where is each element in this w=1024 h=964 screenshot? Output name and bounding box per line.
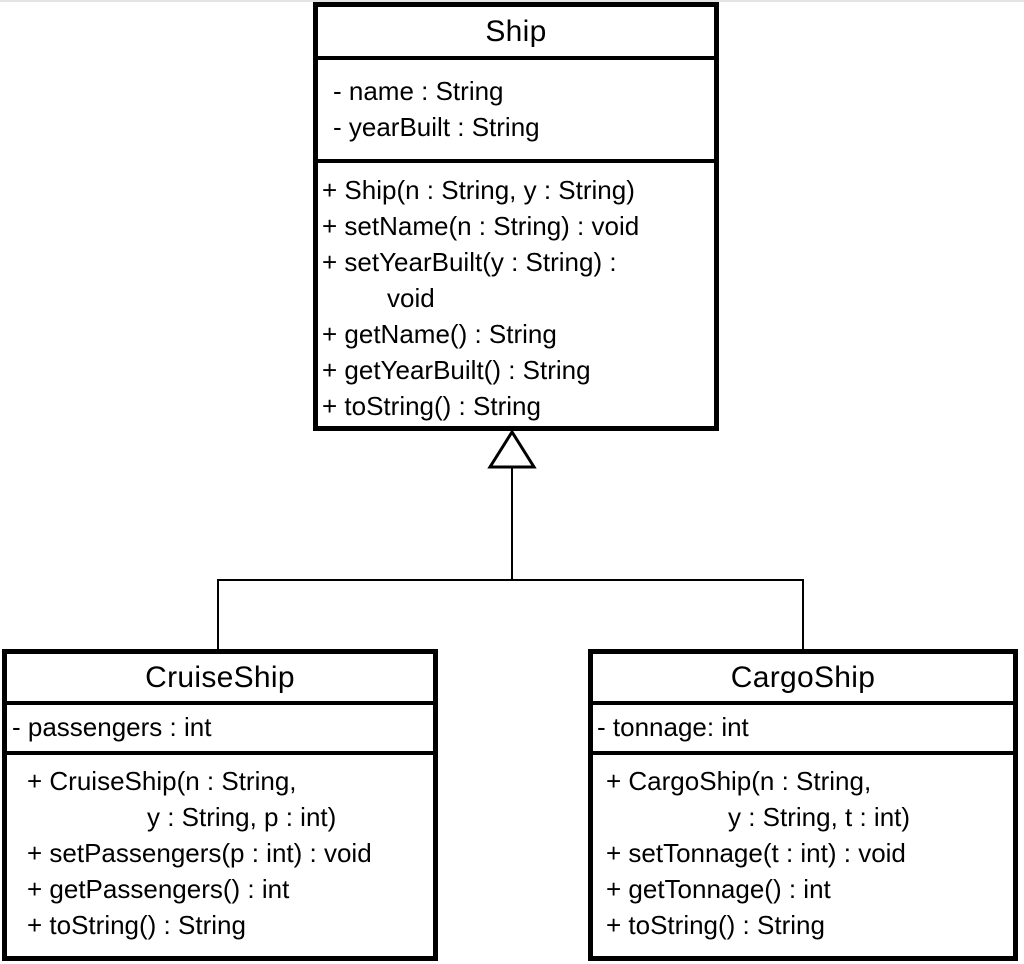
- method-line: + setName(n : String) : void: [322, 211, 640, 241]
- class-box-cargoship: CargoShip - tonnage: int + CargoShip(n :…: [588, 649, 1018, 961]
- method-line-continuation: y : String, t : int): [728, 802, 911, 832]
- attributes-compartment: - passengers : int: [7, 705, 433, 755]
- method-line-continuation: y : String, p : int): [147, 802, 337, 832]
- method-line: + getPassengers() : int: [27, 874, 290, 904]
- screenshot-top-edge: [0, 0, 1024, 2]
- attribute-line: - name : String: [333, 76, 504, 106]
- attribute-line: - yearBuilt : String: [333, 112, 540, 142]
- method-line: + Ship(n : String, y : String): [322, 175, 635, 205]
- methods-compartment: + Ship(n : String, y : String) + setName…: [318, 163, 714, 426]
- methods-compartment: + CargoShip(n : String, y : String, t : …: [593, 755, 1013, 956]
- method-line: + getName() : String: [322, 319, 557, 349]
- attribute-line: - tonnage: int: [597, 712, 749, 742]
- method-line: + toString() : String: [322, 391, 541, 421]
- method-line: + getTonnage() : int: [606, 874, 831, 904]
- attributes-compartment: - tonnage: int: [593, 705, 1013, 755]
- method-line: + toString() : String: [27, 910, 246, 940]
- methods-compartment: + CruiseShip(n : String, y : String, p :…: [7, 755, 433, 956]
- class-name-cruiseship: CruiseShip: [7, 654, 433, 705]
- method-line-continuation: void: [387, 283, 435, 313]
- attribute-line: - passengers : int: [12, 712, 212, 742]
- inheritance-triangle-icon: [487, 429, 537, 469]
- class-box-ship: Ship - name : String - yearBuilt : Strin…: [313, 2, 719, 431]
- class-box-cruiseship: CruiseShip - passengers : int + CruiseSh…: [2, 649, 438, 961]
- method-line: + toString() : String: [606, 910, 825, 940]
- method-line: + CruiseShip(n : String,: [27, 766, 297, 796]
- class-name-cargoship: CargoShip: [593, 654, 1013, 705]
- attributes-compartment: - name : String - yearBuilt : String: [318, 60, 714, 163]
- class-name-ship: Ship: [318, 7, 714, 60]
- method-line: + CargoShip(n : String,: [606, 766, 872, 796]
- method-line: + setTonnage(t : int) : void: [606, 838, 906, 868]
- method-line: + getYearBuilt() : String: [322, 355, 591, 385]
- method-line: + setPassengers(p : int) : void: [27, 838, 372, 868]
- method-line: + setYearBuilt(y : String) :: [322, 247, 617, 277]
